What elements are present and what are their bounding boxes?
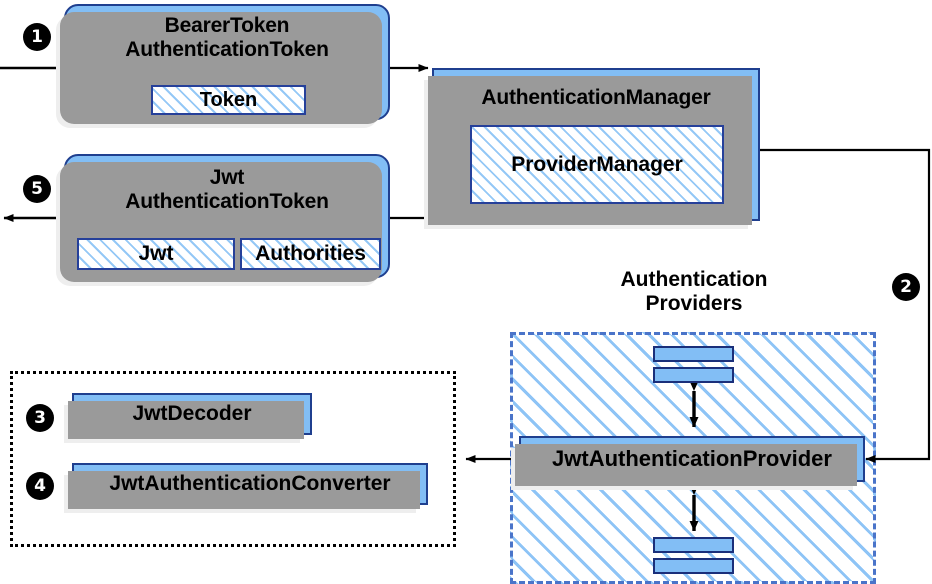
node-title: Jwt AuthenticationToken	[125, 166, 329, 213]
node-jwt-authentication-converter[interactable]: JwtAuthenticationConverter	[64, 463, 428, 513]
node-jwt-authentication-token[interactable]: Jwt AuthenticationToken Jwt Authorities	[56, 154, 390, 286]
provider-bar-top-2	[653, 367, 734, 383]
node-title: BearerToken AuthenticationToken	[125, 14, 329, 61]
node-jwt-authentication-provider[interactable]: JwtAuthenticationProvider	[511, 436, 865, 490]
provider-bar-bottom-2	[653, 558, 734, 574]
marker-step-4: 4	[27, 473, 53, 499]
group-caption-authentication-providers: Authentication Providers	[620, 268, 768, 315]
group-jwt-support	[10, 371, 456, 547]
marker-step-2: 2	[893, 274, 919, 300]
inner-box-jwt: Jwt	[77, 238, 235, 270]
node-title: AuthenticationManager	[481, 86, 711, 109]
marker-step-1: 1	[24, 24, 50, 50]
node-bearer-token-authentication-token[interactable]: BearerToken AuthenticationToken Token	[56, 4, 390, 128]
node-authentication-manager[interactable]: AuthenticationManager ProviderManager	[424, 68, 760, 229]
node-jwt-decoder[interactable]: JwtDecoder	[64, 393, 312, 443]
inner-box-provider-manager: ProviderManager	[470, 125, 724, 204]
provider-bar-bottom-1	[653, 537, 734, 553]
marker-step-3: 3	[27, 405, 53, 431]
provider-bar-top-1	[653, 346, 734, 362]
inner-box-authorities: Authorities	[240, 238, 381, 270]
marker-step-5: 5	[24, 176, 50, 202]
inner-box-token: Token	[151, 85, 306, 115]
